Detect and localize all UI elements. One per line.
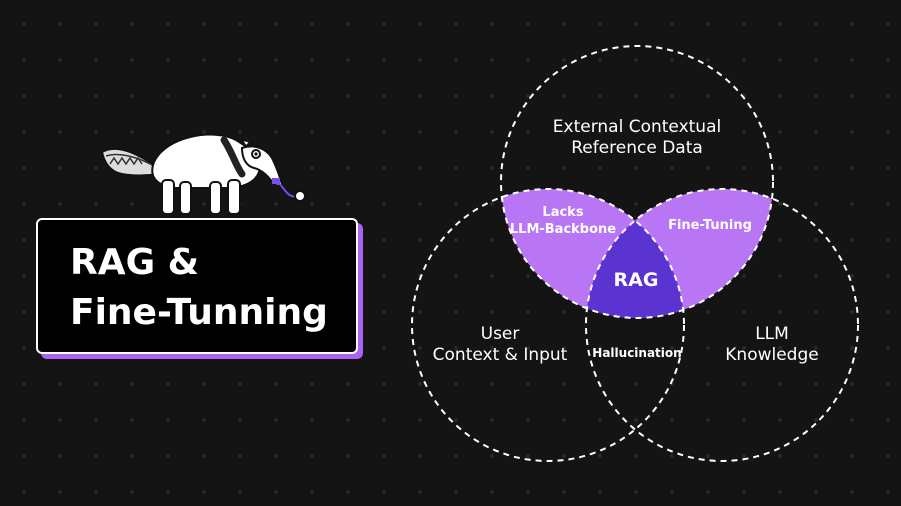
circle-left — [411, 188, 685, 462]
label-top-line-2: Reference Data — [571, 138, 703, 158]
anteater-mascot-icon — [100, 133, 311, 215]
circle-top — [500, 45, 774, 319]
label-overlap-top-left-line-2: LLM-Backbone — [510, 222, 616, 237]
circle-right — [585, 188, 859, 462]
label-center: RAG — [614, 269, 659, 291]
label-left-line-1: User — [481, 324, 520, 344]
label-left-line-2: Context & Input — [433, 345, 568, 365]
label-right-line-2: Knowledge — [725, 345, 818, 365]
title-line-1: RAG & — [70, 242, 200, 283]
venn-diagram: External Contextual Reference Data User … — [411, 45, 859, 462]
overlap-center — [586, 189, 684, 318]
label-top-line-1: External Contextual — [553, 117, 721, 137]
title-card: RAG & Fine-Tunning — [36, 218, 358, 354]
label-right-line-1: LLM — [755, 324, 789, 344]
label-overlap-bottom: Hallucination — [592, 346, 681, 360]
label-overlap-top-right: Fine-Tuning — [668, 218, 752, 233]
label-overlap-top-left-line-1: Lacks — [542, 205, 583, 220]
title-line-2: Fine-Tunning — [70, 292, 328, 333]
